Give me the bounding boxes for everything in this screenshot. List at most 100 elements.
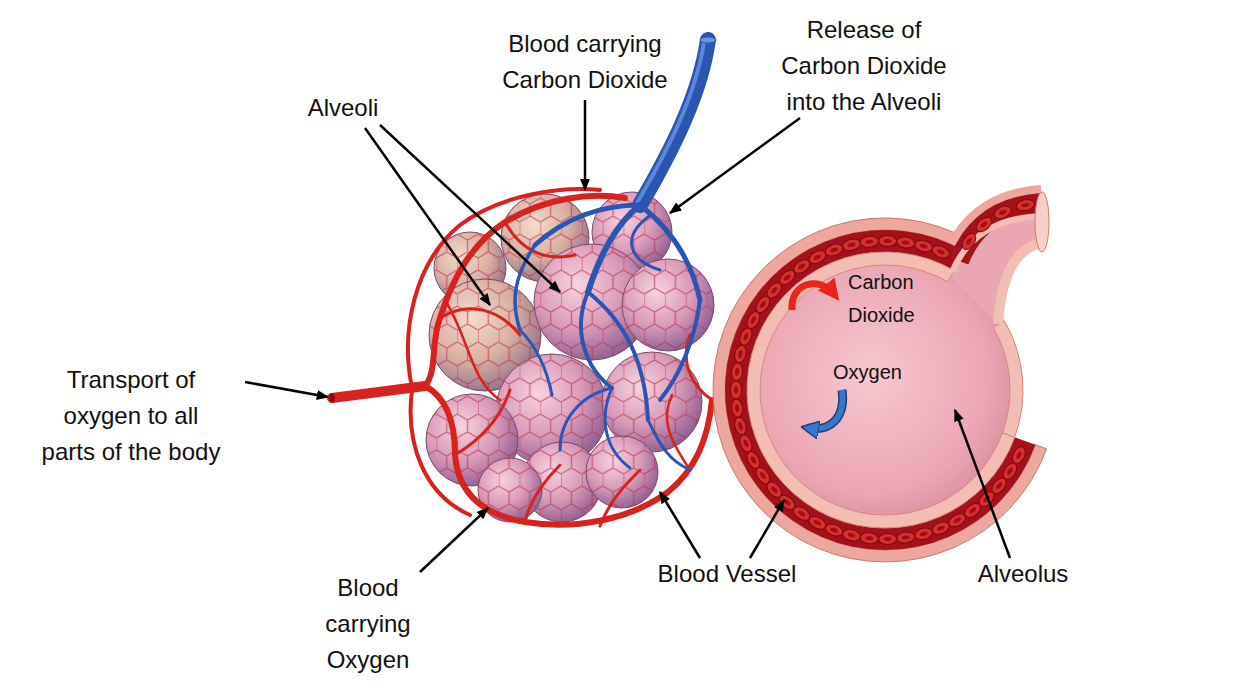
deoxygenated-vein (640, 205, 700, 300)
red-blood-cell (824, 522, 845, 538)
red-blood-cell (731, 362, 744, 381)
red-blood-cell (901, 535, 909, 540)
alveolus-cross-section (731, 198, 1036, 545)
red-blood-cell (860, 235, 879, 248)
deoxygenated-vein (632, 214, 660, 270)
red-blood-cell (743, 439, 750, 448)
red-blood-cell (847, 242, 856, 248)
alveolus-sphere (586, 436, 658, 508)
red-blood-cell (830, 247, 839, 253)
deoxygenated-vein (535, 205, 640, 245)
red-blood-cell (847, 532, 856, 538)
alveolus-cross-section (1035, 192, 1049, 252)
red-blood-cell (807, 248, 828, 266)
red-blood-cell (807, 248, 828, 266)
red-blood-cell (830, 527, 839, 533)
red-blood-cell (879, 533, 897, 544)
leader-arrow (584, 100, 587, 190)
leader-arrow (245, 382, 328, 397)
callout-label: Alveolus (943, 556, 1103, 592)
red-blood-cell (750, 316, 757, 325)
red-blood-cell (884, 537, 892, 541)
alveolus-cross-section (998, 243, 1042, 324)
deoxygenated-vein (581, 292, 612, 388)
red-blood-cell (813, 254, 822, 261)
red-blood-cell (731, 381, 742, 399)
red-blood-cell (797, 510, 806, 518)
red-blood-cell (936, 525, 945, 532)
red-blood-cell (879, 533, 897, 544)
red-blood-cell (959, 231, 978, 252)
leader-arrow (670, 118, 800, 213)
red-blood-cell (896, 236, 915, 249)
red-blood-cell (735, 368, 740, 376)
red-blood-cell (738, 326, 755, 347)
red-blood-cell (930, 520, 951, 537)
red-blood-cell (953, 517, 962, 524)
red-blood-cell (737, 350, 743, 359)
red-blood-cell (750, 456, 757, 465)
alveolus-cross-section (952, 216, 1042, 272)
alveolus-sphere (426, 192, 714, 522)
alveolus-sphere (586, 436, 658, 508)
alveolus-cross-section (792, 284, 834, 310)
oxygenated-capillary (425, 196, 625, 386)
callout-label: Blood carrying Oxygen (313, 570, 423, 678)
deoxygenated-vein (515, 37, 716, 470)
oxygenated-capillary (525, 465, 560, 522)
callout-label: Alveoli (283, 90, 403, 126)
deoxygenated-vein (700, 37, 716, 43)
red-blood-cell (884, 239, 892, 243)
red-blood-cell (965, 237, 973, 246)
red-blood-cell (841, 237, 861, 252)
red-blood-cell (824, 242, 845, 258)
red-blood-cell (744, 449, 762, 470)
red-blood-cell (734, 386, 738, 394)
leader-arrow (365, 128, 490, 305)
red-blood-cell (733, 416, 748, 436)
gas-label: Carbon Dioxide (848, 266, 948, 332)
gas-label: Oxygen (833, 357, 953, 387)
red-blood-cell (995, 481, 1003, 490)
callout-label: Transport of oxygen to all parts of the … (38, 362, 224, 470)
red-blood-cell (992, 204, 1013, 222)
callout-label: Blood Vessel (627, 556, 827, 592)
red-blood-cell (733, 344, 748, 364)
deoxygenated-vein (560, 388, 612, 450)
deoxygenated-vein (605, 388, 630, 468)
red-blood-cell (968, 507, 977, 515)
oxygenated-capillary (329, 393, 335, 403)
deoxygenated-vein (660, 300, 700, 400)
leader-arrow (955, 410, 1010, 558)
red-blood-cell (992, 204, 1013, 222)
red-blood-cell (1016, 198, 1036, 212)
red-blood-cell (783, 273, 792, 281)
red-blood-cell (813, 519, 822, 526)
callout-label: Release of Carbon Dioxide into the Alveo… (771, 12, 957, 120)
red-blood-cell (913, 238, 933, 253)
red-blood-cell (919, 243, 928, 249)
deoxygenated-vein (588, 292, 648, 420)
red-blood-cell (735, 404, 740, 412)
red-blood-cell (824, 522, 845, 538)
red-blood-cell (896, 531, 915, 544)
red-blood-cell (737, 422, 743, 431)
red-blood-cell (913, 526, 933, 541)
red-blood-cell (759, 471, 767, 480)
red-blood-cell (1021, 202, 1030, 207)
red-blood-cell (1006, 467, 1014, 476)
alveolus-sphere (586, 436, 658, 508)
red-blood-cell (930, 243, 951, 260)
red-blood-cell (783, 498, 792, 506)
alveolus-cross-section (713, 192, 1049, 562)
red-blood-cell (879, 235, 897, 246)
red-blood-cell (959, 231, 978, 252)
deoxygenated-vein (648, 420, 690, 470)
alveolus-cross-section (950, 213, 1042, 324)
red-blood-cell (733, 416, 748, 436)
callout-label: Blood carrying Carbon Dioxide (480, 26, 690, 98)
red-blood-cell (738, 433, 755, 454)
red-blood-cell (936, 248, 945, 255)
